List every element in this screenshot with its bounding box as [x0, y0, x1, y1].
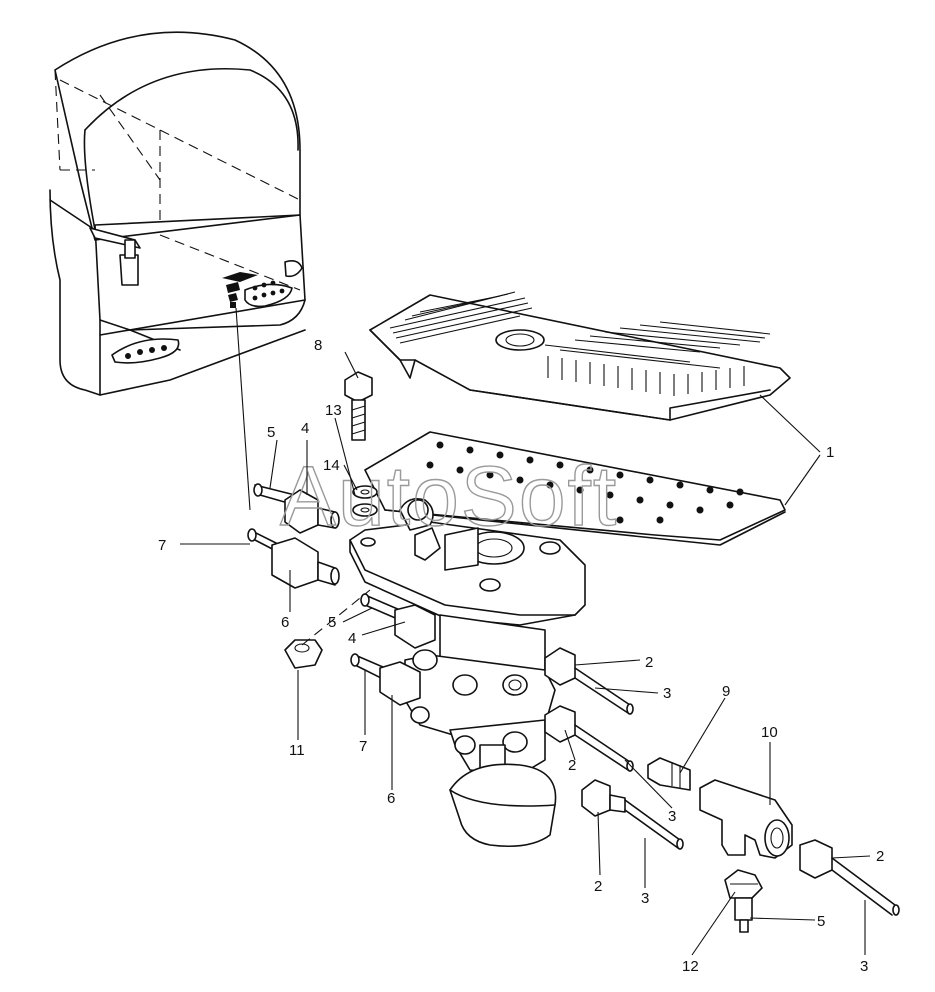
callout-2: 2 [594, 878, 602, 895]
callout-7: 7 [359, 738, 367, 755]
watermark: AutoSoft [280, 449, 618, 543]
fitting-middle-left [247, 528, 340, 589]
fitting-right-lower [544, 705, 634, 772]
callout-6: 6 [281, 614, 289, 631]
callout-5: 5 [817, 913, 825, 930]
callout-4: 4 [348, 630, 356, 647]
callout-3: 3 [668, 808, 676, 825]
fitting-upper-left [253, 483, 340, 534]
fitting-bottom-center [581, 779, 684, 850]
fitting-right-upper [544, 647, 634, 715]
brake-pedal-location-marker [222, 272, 258, 308]
callout-5: 5 [267, 424, 275, 441]
callout-2: 2 [876, 848, 884, 865]
callout-2: 2 [568, 757, 576, 774]
bolt [344, 371, 373, 441]
callout-10: 10 [761, 724, 778, 741]
flange-nut [284, 589, 371, 669]
callout-13: 13 [325, 402, 342, 419]
fitting-left-valve-upper [360, 593, 436, 649]
callout-3: 3 [663, 685, 671, 702]
callout-6: 6 [387, 790, 395, 807]
washer [352, 485, 378, 499]
fitting-bottom-adapter [724, 869, 763, 933]
callout-8: 8 [314, 337, 322, 354]
pedal-cover-top [369, 291, 791, 421]
callout-11: 11 [289, 742, 305, 759]
callout-9: 9 [722, 683, 730, 700]
callout-14: 14 [323, 457, 340, 474]
callout-4: 4 [301, 420, 309, 437]
brake-valve-assembly [349, 497, 586, 848]
lock-nut-washer [352, 503, 378, 517]
callout-12: 12 [682, 958, 699, 975]
fitting-far-right [799, 839, 900, 916]
fitting-left-valve-lower [350, 653, 421, 706]
connector-nipple [647, 757, 691, 791]
callout-7: 7 [158, 537, 166, 554]
callout-2: 2 [645, 654, 653, 671]
callout-3: 3 [641, 890, 649, 907]
leader-lines [180, 351, 871, 956]
callout-labels: 1 2 2 2 2 3 3 3 3 4 4 5 5 5 6 6 7 7 8 9 … [158, 337, 884, 975]
truck-cab-illustration [49, 31, 306, 511]
tee-connector [699, 779, 793, 859]
callout-3: 3 [860, 958, 868, 975]
pedal-plate [364, 431, 786, 546]
callout-5: 5 [328, 614, 336, 631]
callout-1: 1 [826, 444, 834, 461]
